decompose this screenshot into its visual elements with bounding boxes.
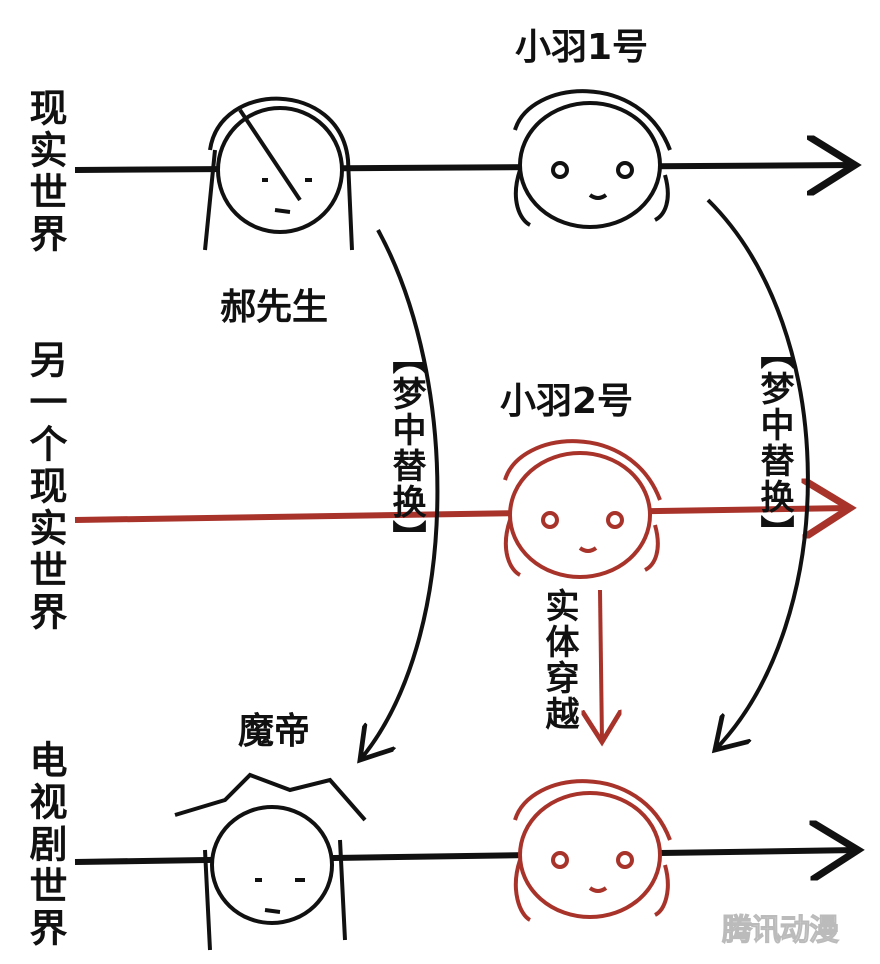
dream-swap-left-label: 【梦中替换】 xyxy=(386,340,426,556)
world-label-real: 现实世界 xyxy=(23,88,67,256)
xiaoyu2-tv-face xyxy=(513,779,672,922)
xiaoyu1-face xyxy=(513,89,672,229)
character-label-hao: 郝先生 xyxy=(220,287,329,328)
character-label-xiaoyu2: 小羽2号 xyxy=(500,381,634,422)
modi-face xyxy=(174,772,367,951)
hao-face xyxy=(203,96,354,251)
dream-swap-left-arrow xyxy=(360,229,440,760)
tv-world-timeline xyxy=(74,850,858,862)
character-label-xiaoyu1: 小羽1号 xyxy=(515,27,649,68)
physical-travel-label: 实体穿越 xyxy=(539,588,579,732)
xiaoyu2-face xyxy=(503,439,662,579)
watermark-logo: 腾讯动漫 xyxy=(722,913,840,949)
dream-swap-right-arrow xyxy=(706,198,810,750)
physical-travel-arrow xyxy=(600,589,602,742)
world-label-tv: 电视剧世界 xyxy=(23,740,67,950)
real-world-timeline xyxy=(74,165,855,170)
world-label-other: 另一个现实世界 xyxy=(23,340,67,634)
dream-swap-right-label: 【梦中替换】 xyxy=(754,335,794,551)
character-label-modi: 魔帝 xyxy=(238,711,311,752)
other-world-timeline xyxy=(74,508,850,520)
